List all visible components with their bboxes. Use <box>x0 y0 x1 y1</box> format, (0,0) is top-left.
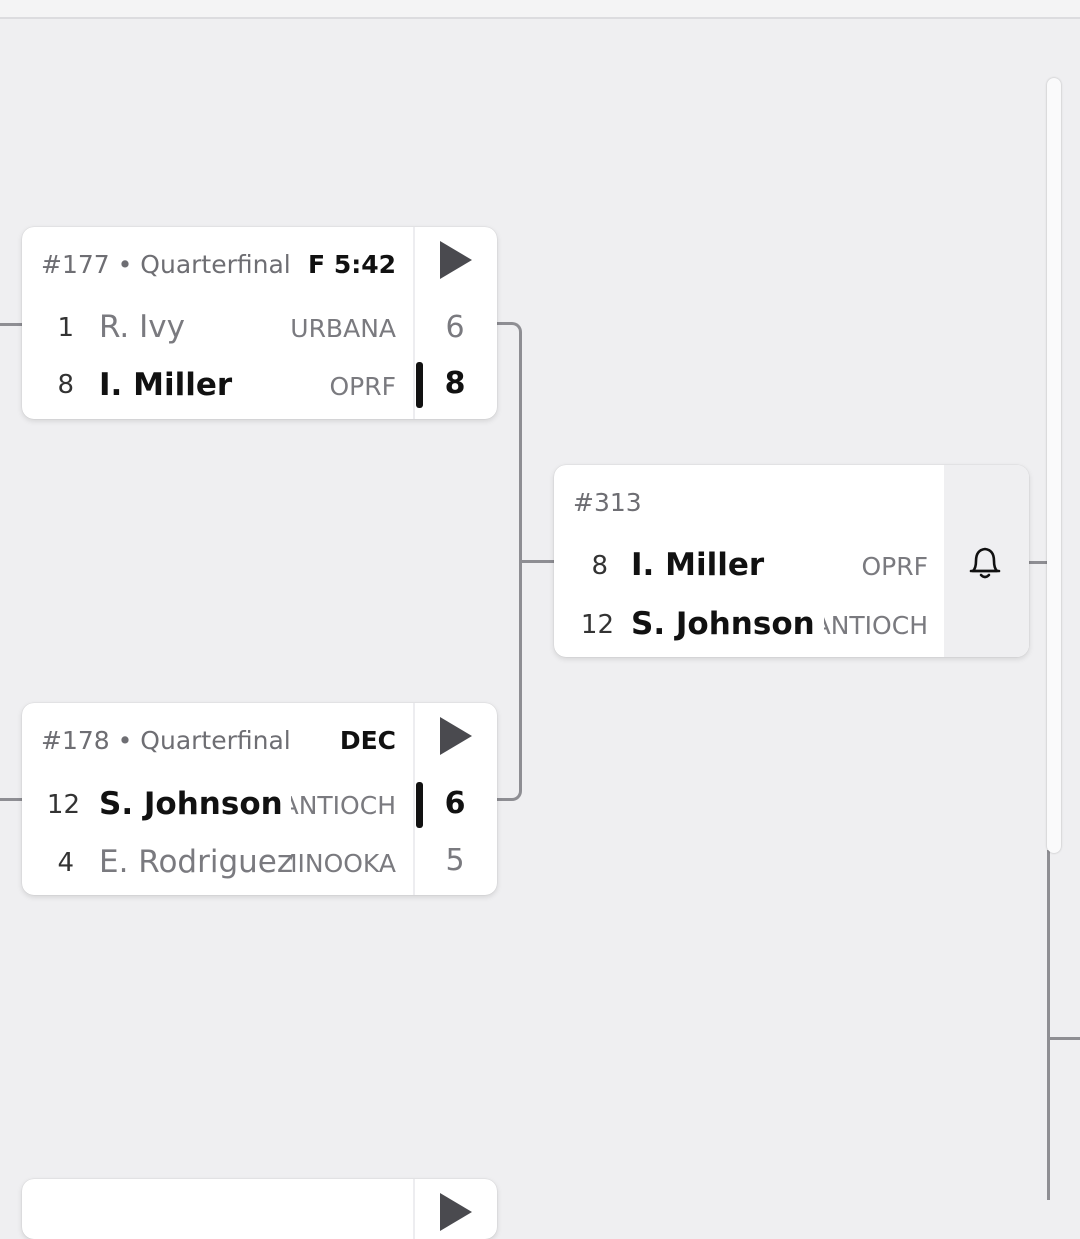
match-card-313[interactable]: #313 8 I. Miller OPRF 12 S. Johnson ANTI… <box>554 465 1029 657</box>
bell-panel <box>944 465 1029 657</box>
wrestler-name[interactable]: S. Johnson <box>99 786 283 822</box>
seed: 8 <box>57 370 74 400</box>
match-card-177[interactable]: #177 • Quarterfinal F 5:42 1 R. Ivy URBA… <box>22 227 497 419</box>
score: 6 <box>444 786 466 821</box>
score: 6 <box>445 310 465 345</box>
seed: 12 <box>580 610 614 640</box>
match-result: F 5:42 <box>308 250 396 279</box>
team-name: ANTIOCH <box>291 791 396 820</box>
card-divider <box>413 1179 415 1239</box>
wrestler-name[interactable]: I. Miller <box>631 547 765 583</box>
seed: 4 <box>57 848 74 878</box>
scrollbar[interactable] <box>1047 78 1061 853</box>
connector-to-313 <box>519 560 554 563</box>
play-icon[interactable] <box>440 1193 472 1231</box>
match-card-next[interactable] <box>22 1179 497 1239</box>
play-icon[interactable] <box>440 241 472 279</box>
wrestler-name[interactable]: S. Johnson <box>631 606 815 642</box>
winner-bar <box>416 782 423 828</box>
connector-in-178 <box>0 798 22 801</box>
match-header: #177 • Quarterfinal <box>41 250 291 279</box>
match-card-178[interactable]: #178 • Quarterfinal DEC 12 S. Johnson AN… <box>22 703 497 895</box>
score: 5 <box>445 843 465 878</box>
connector-out-313 <box>1029 561 1049 564</box>
top-bar <box>0 0 1080 19</box>
team-name: MINOOKA <box>291 849 396 878</box>
team-name: ANTIOCH <box>824 611 928 640</box>
connector-right-vertical <box>1047 850 1050 1200</box>
card-divider <box>413 703 415 895</box>
seed: 1 <box>57 313 74 343</box>
seed: 12 <box>46 790 80 820</box>
match-result: DEC <box>339 726 396 755</box>
seed: 8 <box>591 551 608 581</box>
bell-icon[interactable] <box>965 541 1005 583</box>
score: 8 <box>444 366 466 401</box>
team-name: OPRF <box>861 552 928 581</box>
wrestler-name[interactable]: I. Miller <box>99 367 233 403</box>
winner-bar <box>416 362 423 408</box>
match-header: #178 • Quarterfinal <box>41 726 291 755</box>
connector-right-branch <box>1047 1037 1080 1040</box>
team-name: URBANA <box>290 314 396 343</box>
card-divider <box>413 227 415 419</box>
wrestler-name[interactable]: E. Rodriguez <box>99 844 294 880</box>
connector-in-177 <box>0 323 22 326</box>
wrestler-name[interactable]: R. Ivy <box>99 309 185 345</box>
team-name: OPRF <box>329 372 396 401</box>
match-header: #313 <box>573 488 642 517</box>
play-icon[interactable] <box>440 717 472 755</box>
